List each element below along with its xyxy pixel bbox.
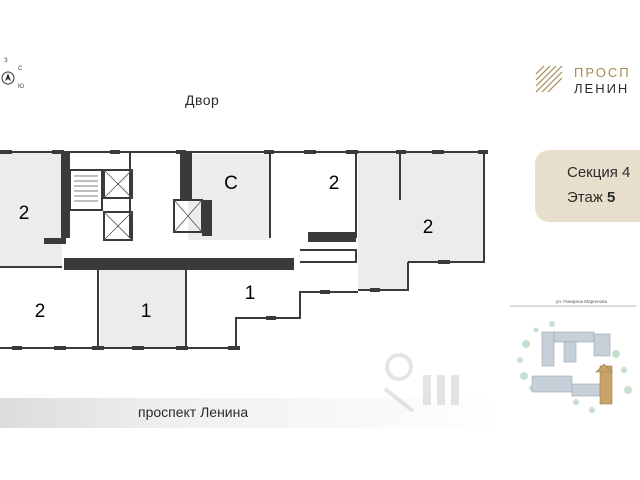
section-floor-badge: Секция 4 Этаж 5 [535, 150, 640, 222]
minimap-building-1 [541, 331, 555, 367]
unit-label-2-left-top: 2 [19, 203, 30, 224]
logo-text-line1: ПРОСП [574, 65, 631, 80]
unit-c[interactable] [188, 154, 270, 240]
minimap-building-5 [531, 375, 573, 393]
minimap-building-2 [553, 331, 595, 343]
minimap-street-label: ул. Генерала Маргелова [556, 299, 608, 304]
street-label: проспект Ленина [138, 404, 249, 420]
floor-plan: 2 C 2 2 2 1 1 [0, 150, 488, 350]
logo-text-line2: ЛЕНИН [574, 81, 630, 96]
street-band [0, 398, 500, 428]
yard-label: Двор [185, 92, 220, 108]
minimap-building-6 [571, 383, 601, 397]
site-minimap [510, 305, 636, 413]
unit-label-1-center: 1 [141, 301, 152, 322]
unit-2-top-middle[interactable] [276, 154, 356, 234]
brand-logo: ПРОСП ЛЕНИН [534, 64, 640, 100]
unit-label-c: C [224, 173, 238, 194]
unit-label-2-top-middle: 2 [329, 173, 340, 194]
unit-2-left-bottom[interactable] [0, 270, 98, 348]
unit-2-left-top[interactable] [0, 152, 62, 267]
watermark-logo-icon [383, 353, 459, 413]
compass-icon: З Ю С [1, 58, 24, 90]
unit-label-2-left-bottom: 2 [35, 301, 46, 322]
floor-prefix: Этаж [567, 189, 603, 206]
unit-2-right[interactable] [358, 152, 484, 290]
section-label: Секция 4 [567, 164, 631, 181]
compass-letter-s: Ю [18, 84, 24, 90]
minimap-building-3 [563, 341, 577, 363]
minimap-building-4 [593, 333, 611, 357]
unit-1-center[interactable] [100, 270, 186, 348]
logo-mark-icon [535, 65, 563, 93]
unit-label-1-right: 1 [245, 283, 256, 304]
compass-letter-w: З [4, 58, 8, 64]
unit-label-2-right: 2 [423, 217, 434, 238]
unit-1-right[interactable] [186, 270, 300, 348]
floor-number: 5 [607, 189, 616, 206]
compass-letter-n: С [18, 66, 23, 72]
floor-label: Этаж 5 [567, 189, 615, 206]
